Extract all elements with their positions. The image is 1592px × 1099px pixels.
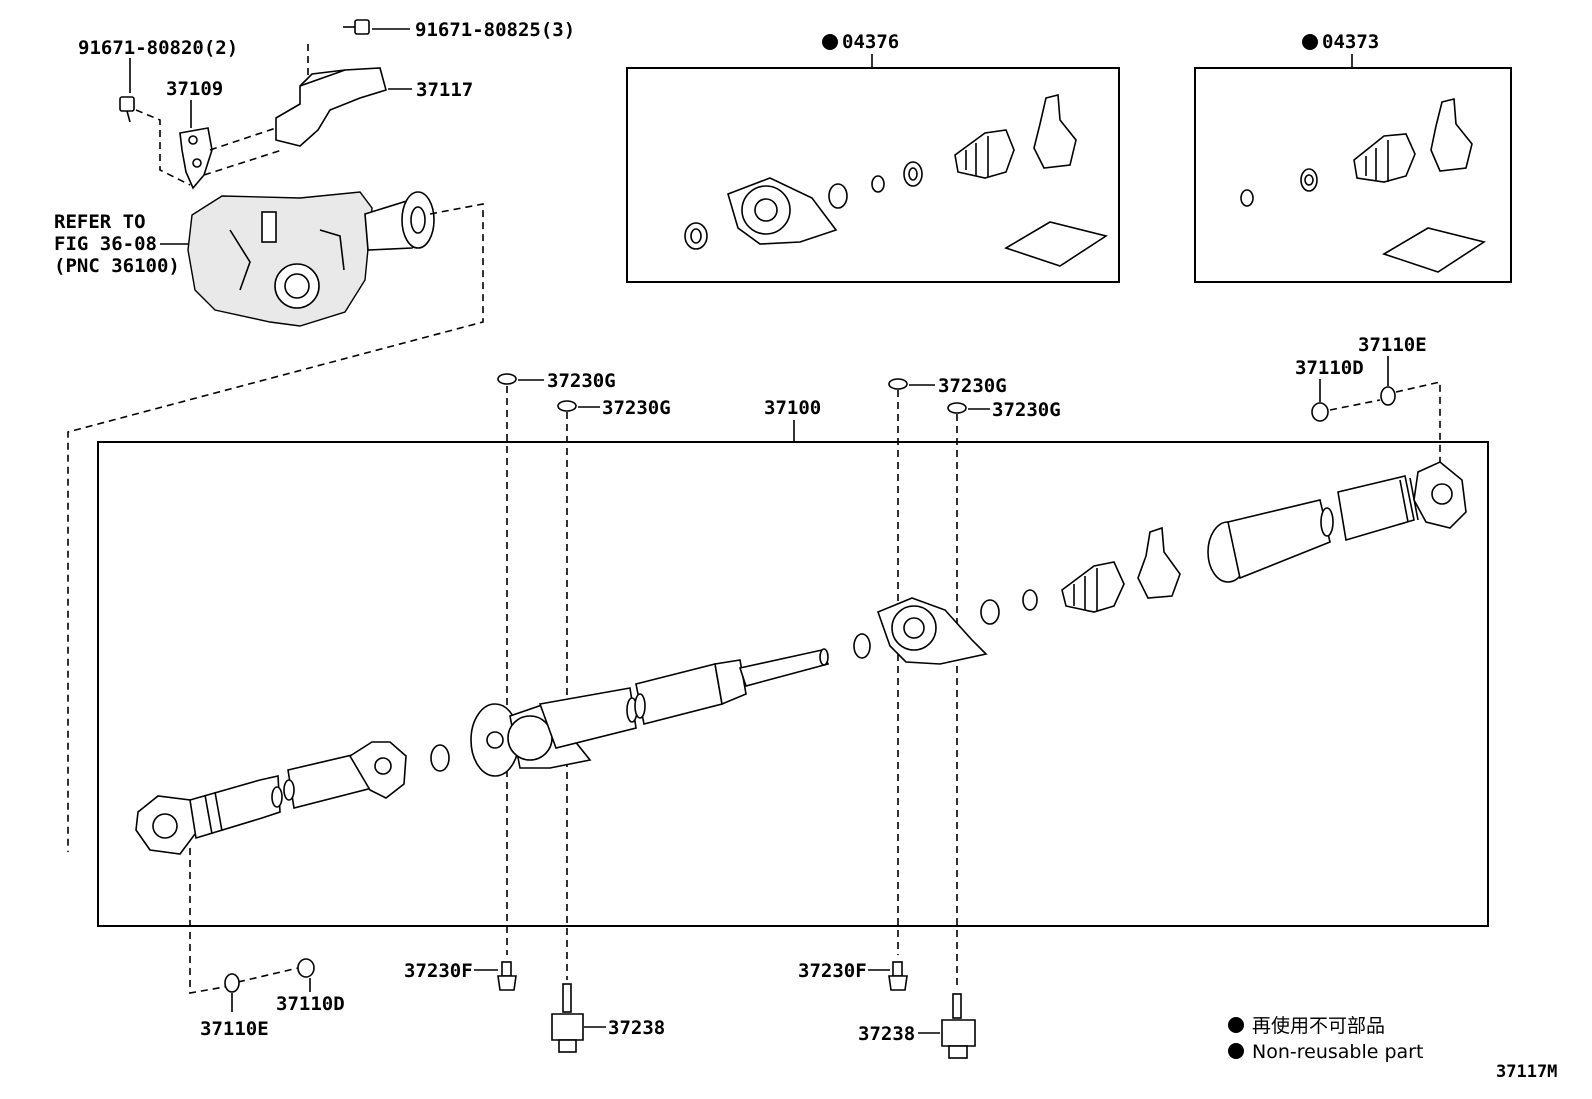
washer-37230G-2 [557, 400, 577, 412]
label-04376: 04376 [842, 31, 899, 53]
cushion-37238-left [551, 983, 584, 1053]
cushion-37238-right [941, 993, 976, 1059]
kit-04376-box [626, 67, 1120, 283]
label-04373: 04373 [1322, 31, 1379, 53]
label-91671-80820: 91671-80820(2) [78, 37, 238, 59]
refer-line-3: (PNC 36100) [54, 255, 180, 277]
label-37110D-bottom: 37110D [276, 993, 345, 1015]
non-reusable-mark-04376 [822, 34, 838, 50]
propeller-shaft-assembly [135, 461, 1467, 855]
washer-37230G-1 [497, 373, 517, 385]
label-37230F-right: 37230F [798, 960, 867, 982]
kit-04373-box [1194, 67, 1512, 283]
transfer-case [187, 191, 435, 327]
figure-code: 37117M [1496, 1062, 1557, 1082]
label-37230G-2: 37230G [602, 397, 671, 419]
washer-37230G-3 [888, 378, 908, 390]
label-37110D-top: 37110D [1295, 357, 1364, 379]
bolt-37230F-left [497, 961, 517, 991]
label-37110E-top: 37110E [1358, 334, 1427, 356]
bolt-37230F-right [888, 961, 908, 991]
label-37230G-1: 37230G [547, 370, 616, 392]
propeller-shaft-box [97, 441, 1489, 927]
label-37230F-left: 37230F [404, 960, 473, 982]
kit-04376-parts [684, 93, 1108, 267]
bracket-37109 [179, 127, 213, 190]
label-37100: 37100 [764, 397, 821, 419]
label-91671-80825: 91671-80825(3) [415, 19, 575, 41]
label-37110E-bottom: 37110E [200, 1018, 269, 1040]
kit-04373-parts [1240, 97, 1486, 273]
bolt-91671-80825 [343, 19, 370, 35]
legend-dot-jp [1228, 1017, 1244, 1033]
legend-jp: 再使用不可部品 [1252, 1015, 1385, 1037]
washer-37110E-bottom [224, 973, 240, 993]
bolt-91671-80820 [119, 96, 135, 123]
label-37117: 37117 [416, 79, 473, 101]
refer-line-1: REFER TO [54, 211, 146, 233]
nut-37110D-bottom [297, 958, 315, 978]
label-37230G-3: 37230G [938, 375, 1007, 397]
nut-37110D-top [1311, 402, 1329, 422]
washer-37230G-4 [947, 402, 967, 414]
non-reusable-mark-04373 [1302, 34, 1318, 50]
label-37238-right: 37238 [858, 1023, 915, 1045]
heat-insulator-37117 [275, 67, 387, 147]
label-37109: 37109 [166, 78, 223, 100]
label-37238-left: 37238 [608, 1017, 665, 1039]
label-37230G-4: 37230G [992, 399, 1061, 421]
refer-line-2: FIG 36-08 [54, 233, 157, 255]
legend-en: Non-reusable part [1252, 1041, 1423, 1063]
washer-37110E-top [1380, 386, 1396, 406]
legend-dot-en [1228, 1043, 1244, 1059]
